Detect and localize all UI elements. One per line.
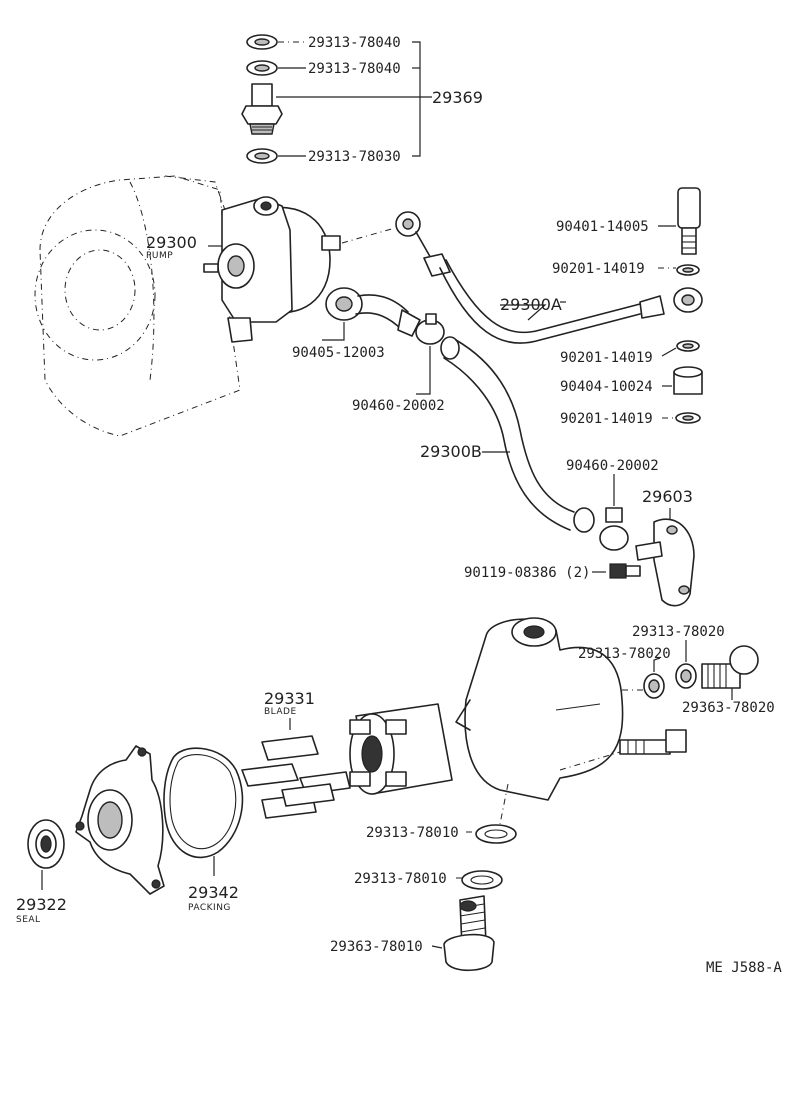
- washer-29313-78020-b: [675, 663, 697, 689]
- clamp-90460-upper: [415, 313, 445, 345]
- bolt-90401: [677, 187, 701, 255]
- label-washer-78020-b: 29313-78020: [632, 624, 725, 640]
- top-washer-2: [246, 60, 278, 76]
- label-washer-top-2: 29313-78040: [308, 61, 401, 77]
- end-cover: [75, 745, 165, 895]
- stud-bolt: [619, 729, 687, 755]
- label-packing-word: PACKING: [188, 903, 231, 913]
- label-seal-word: SEAL: [16, 915, 41, 925]
- label-union-bolt-29369: 29369: [432, 88, 483, 107]
- label-bolt-90401: 90401-14005: [556, 219, 649, 235]
- top-washer-3: [246, 148, 278, 164]
- flange-29603: [635, 518, 695, 607]
- label-washer-78010-a: 29313-78010: [366, 825, 459, 841]
- rotor: [349, 703, 453, 795]
- blades-29331: [241, 735, 351, 819]
- gasket-90201-b: [676, 340, 700, 352]
- union-bolt-29369: [241, 83, 283, 135]
- label-blade-word: BLADE: [264, 707, 297, 717]
- label-flange-29603: 29603: [642, 487, 693, 506]
- label-pump-word: PUMP: [146, 251, 173, 261]
- label-gasket-90201-b: 90201-14019: [560, 350, 653, 366]
- label-clamp-90460-b: 90460-20002: [566, 458, 659, 474]
- label-packing-29342: 29342: [188, 883, 239, 902]
- label-washer-top-1: 29313-78040: [308, 35, 401, 51]
- label-union-90405: 90405-12003: [292, 345, 385, 361]
- label-hose-29300b: 29300B: [420, 442, 482, 461]
- vacuum-pump-assy: [203, 196, 341, 343]
- label-spacer-90404: 90404-10024: [560, 379, 653, 395]
- washer-29313-78010-b: [461, 870, 503, 890]
- seal-29322: [27, 819, 65, 869]
- packing-29342: [163, 747, 244, 859]
- hose-29300b: [440, 336, 595, 533]
- spacer-90404: [673, 366, 703, 395]
- pump-housing: [455, 617, 624, 801]
- label-washer-top-3: 29313-78030: [308, 149, 401, 165]
- label-washer-78010-b: 29313-78010: [354, 871, 447, 887]
- gasket-90201-c: [675, 412, 701, 424]
- bolt-29363-78020: [701, 645, 759, 689]
- union-90405: [325, 287, 421, 337]
- label-washer-78020-a: 29313-78020: [578, 646, 671, 662]
- washer-29313-78010-a: [475, 824, 517, 844]
- label-bolt-78020: 29363-78020: [682, 700, 775, 716]
- clamp-90460-lower: [599, 507, 629, 551]
- gasket-90201-a: [676, 264, 700, 276]
- bolt-90119: [609, 563, 641, 579]
- label-bolt-78010: 29363-78010: [330, 939, 423, 955]
- hose-29300a: [395, 211, 703, 344]
- label-clamp-90460-a: 90460-20002: [352, 398, 445, 414]
- drawing-code: ME J588-A: [706, 960, 782, 976]
- label-gasket-90201-a: 90201-14019: [552, 261, 645, 277]
- label-blade-29331: 29331: [264, 689, 315, 708]
- bolt-29363-78010: [443, 895, 495, 972]
- label-pump-assy-29300: 29300: [146, 233, 197, 252]
- label-seal-29322: 29322: [16, 895, 67, 914]
- label-bolt-90119: 90119-08386 (2): [464, 565, 590, 581]
- label-gasket-90201-c: 90201-14019: [560, 411, 653, 427]
- top-washer-1: [246, 34, 278, 50]
- washer-29313-78020-a: [643, 673, 665, 699]
- alternator-phantom: [34, 175, 241, 437]
- label-hose-29300a: 29300A: [500, 295, 562, 314]
